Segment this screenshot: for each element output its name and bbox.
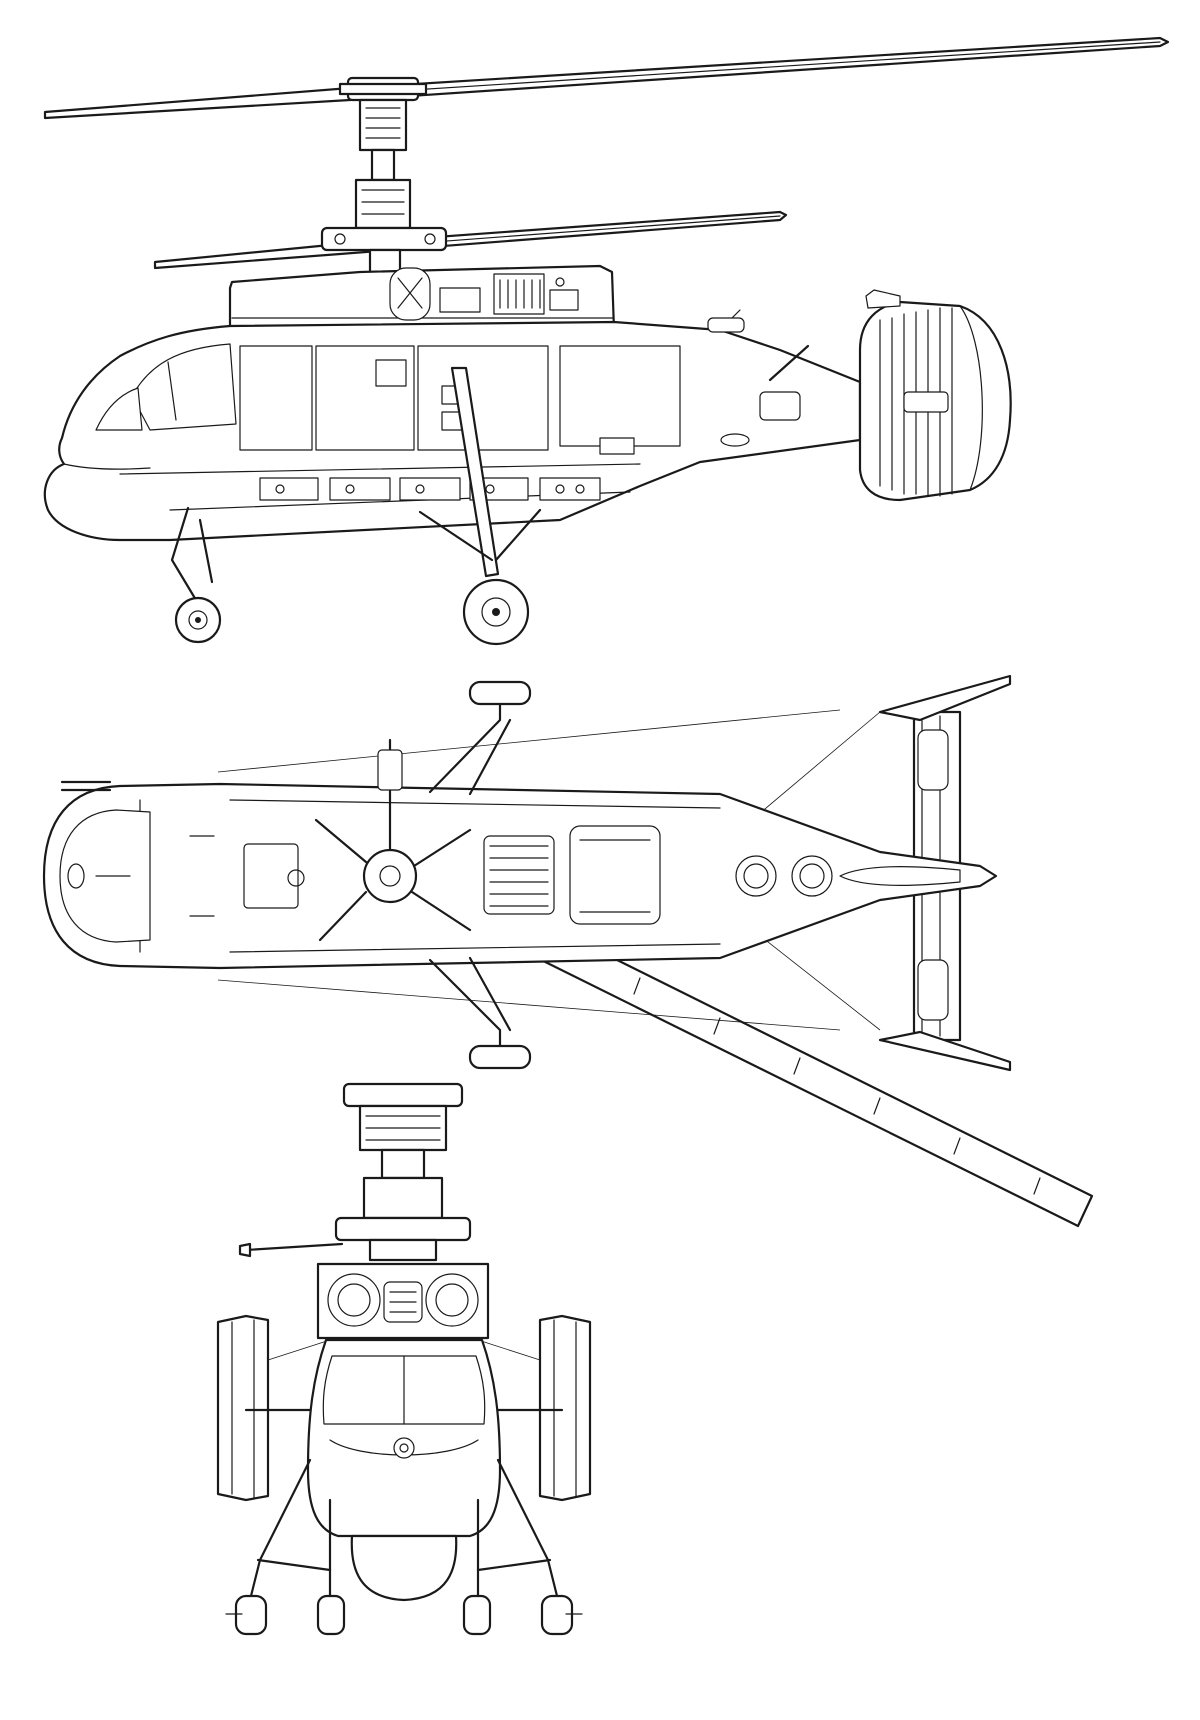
front-fuselage [306,1338,502,1602]
top-fuselage [42,782,998,970]
tail-guy-wires [217,709,881,1031]
front-tail-fins [216,1314,592,1502]
fuselage [43,309,862,542]
nose-landing-gear [170,506,222,644]
top-rotor-hub [314,738,472,942]
upper-rotor-blade [43,36,1170,120]
rotor-mast [320,76,448,274]
front-engine-housing [316,1262,490,1340]
top-view [42,674,1094,1228]
main-landing-gear [418,366,542,646]
front-rotor-mast [238,1082,472,1262]
top-landing-gear [60,680,532,1070]
tail-fins [858,289,1012,502]
side-view [43,36,1170,646]
front-view [216,1082,592,1636]
engine-cowling [228,264,616,332]
front-landing-gear [225,1458,583,1636]
lower-rotor-blade [153,210,788,270]
